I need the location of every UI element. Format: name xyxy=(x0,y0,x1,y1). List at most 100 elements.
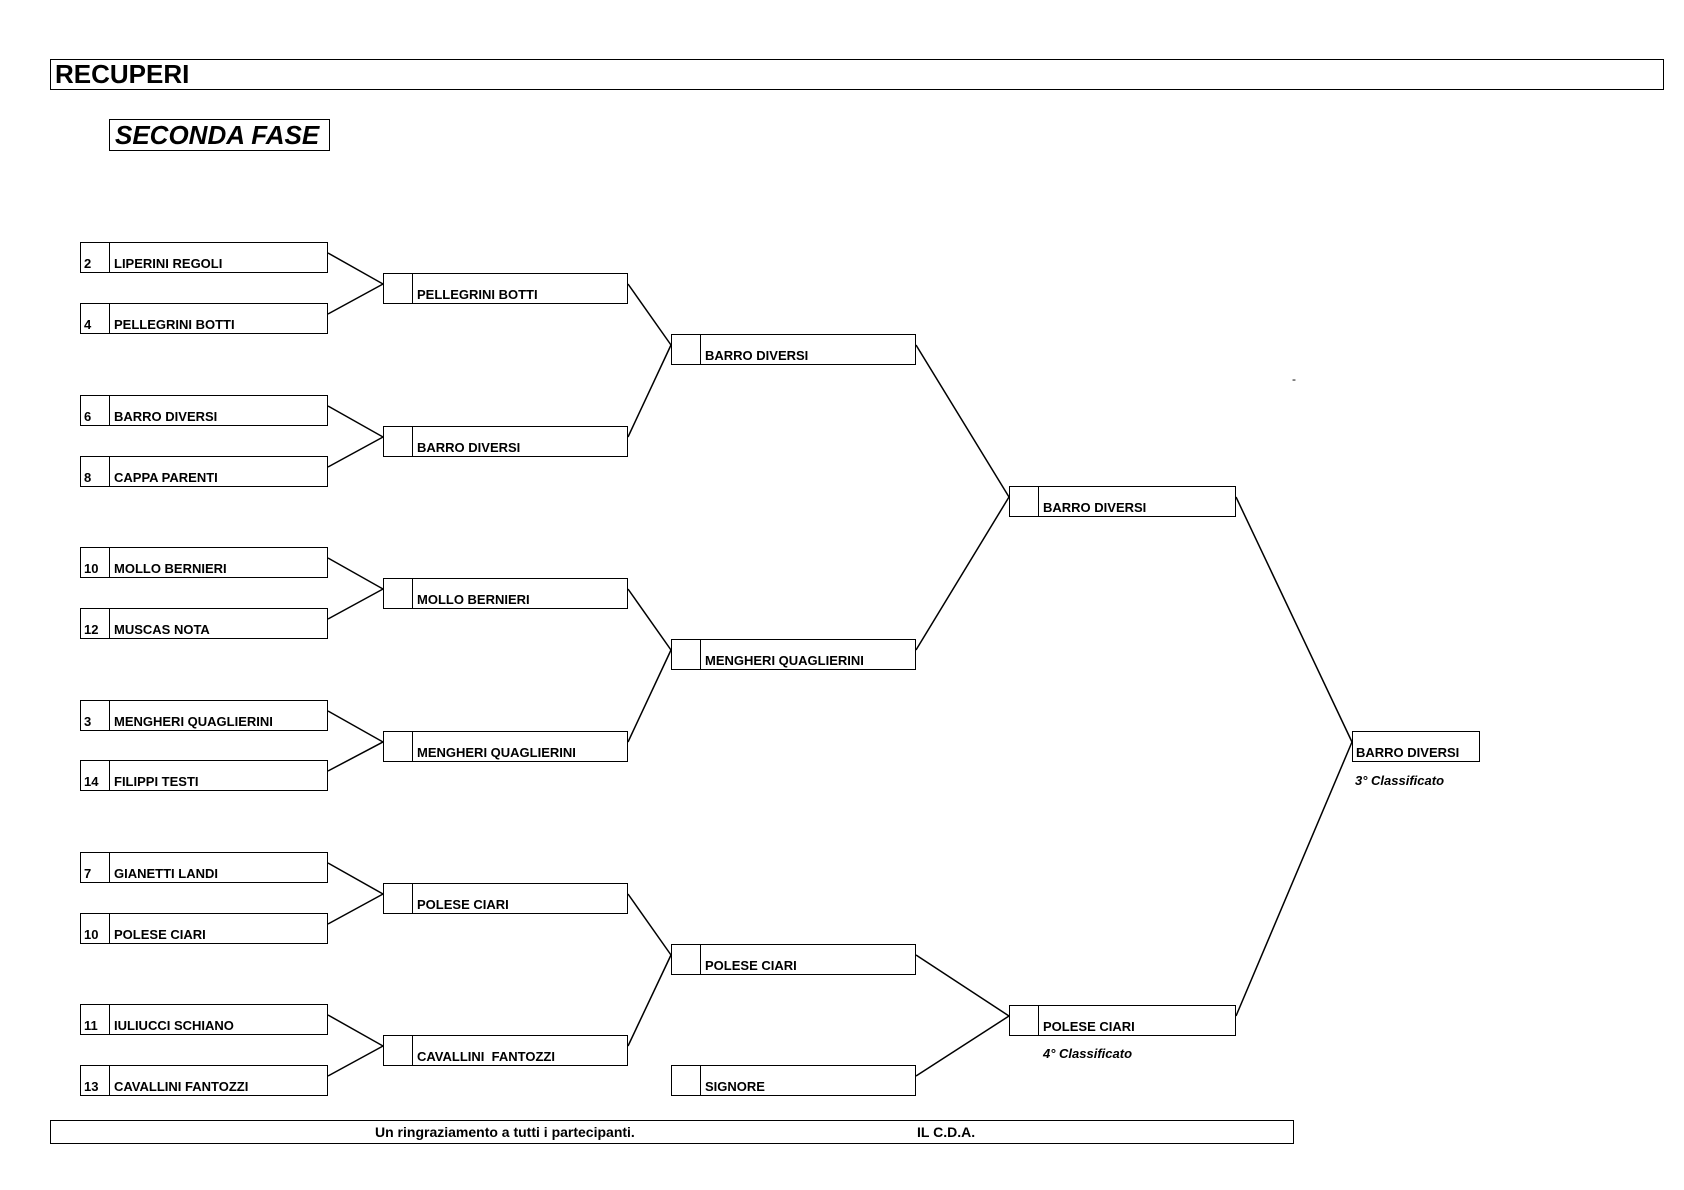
connector-line xyxy=(1235,741,1353,1017)
title-bar: RECUPERI xyxy=(50,59,1664,90)
seed-number: 11 xyxy=(84,1018,98,1033)
team-name: PELLEGRINI BOTTI xyxy=(417,287,538,302)
bracket-slot: MENGHERI QUAGLIERINI xyxy=(383,731,628,762)
seed-cell xyxy=(384,732,413,761)
seed-number: 3 xyxy=(84,714,92,729)
connector-line xyxy=(627,344,672,438)
seed-number: 10 xyxy=(84,927,99,942)
team-name: MOLLO BERNIERI xyxy=(417,592,530,607)
seed-cell xyxy=(384,274,413,303)
fourth-place-caption: 4° Classificato xyxy=(1043,1046,1133,1061)
connector-line xyxy=(327,1014,384,1047)
bracket-slot: 2 LIPERINI REGOLI xyxy=(80,242,328,273)
seed-cell xyxy=(1010,487,1039,516)
connector-line xyxy=(327,283,384,315)
seed-cell xyxy=(384,579,413,608)
bracket-slot: PELLEGRINI BOTTI xyxy=(383,273,628,304)
bracket-slot: 7 GIANETTI LANDI xyxy=(80,852,328,883)
bracket-slot: 6 BARRO DIVERSI xyxy=(80,395,328,426)
team-name: BARRO DIVERSI xyxy=(114,409,218,424)
team-name: BARRO DIVERSI xyxy=(705,348,809,363)
connector-line xyxy=(915,496,1010,651)
team-name: MUSCAS NOTA xyxy=(114,622,210,637)
bracket-slot: POLESE CIARI xyxy=(671,944,916,975)
footer-bar: Un ringraziamento a tutti i partecipanti… xyxy=(50,1120,1294,1144)
bracket-slot: 13 CAVALLINI FANTOZZI xyxy=(80,1065,328,1096)
seed-number: 12 xyxy=(84,622,99,637)
connector-line xyxy=(327,710,384,743)
seed-cell xyxy=(384,884,413,913)
team-name: GIANETTI LANDI xyxy=(114,866,218,881)
seed-number: 6 xyxy=(84,409,92,424)
bracket-slot: SIGNORE xyxy=(671,1065,916,1096)
connector-line xyxy=(627,649,672,743)
seed-cell: 10 xyxy=(81,548,110,577)
page-title: RECUPERI xyxy=(55,59,190,89)
stray-mark: - xyxy=(1292,372,1296,386)
bracket-slot: 3 MENGHERI QUAGLIERINI xyxy=(80,700,328,731)
team-name: CAPPA PARENTI xyxy=(114,470,218,485)
bracket-slot: POLESE CIARI xyxy=(1009,1005,1236,1036)
connector-line xyxy=(327,405,384,438)
team-name: LIPERINI REGOLI xyxy=(114,256,223,271)
seed-cell: 3 xyxy=(81,701,110,730)
team-name: CAVALLINI FANTOZZI xyxy=(114,1079,249,1094)
team-name: IULIUCCI SCHIANO xyxy=(114,1018,234,1033)
seed-cell: 2 xyxy=(81,243,110,272)
bracket-slot: 12 MUSCAS NOTA xyxy=(80,608,328,639)
bracket-slot: 10 MOLLO BERNIERI xyxy=(80,547,328,578)
team-name: MENGHERI QUAGLIERINI xyxy=(705,653,864,668)
third-place-caption: 3° Classificato xyxy=(1355,773,1445,788)
seed-cell xyxy=(384,1036,413,1065)
connector-line xyxy=(327,557,384,590)
seed-cell: 14 xyxy=(81,761,110,790)
team-name: MOLLO BERNIERI xyxy=(114,561,227,576)
team-name: POLESE CIARI xyxy=(705,958,797,973)
bracket-slot: MENGHERI QUAGLIERINI xyxy=(671,639,916,670)
connector-line xyxy=(327,741,384,772)
team-name: FILIPPI TESTI xyxy=(114,774,199,789)
seed-cell xyxy=(672,1066,701,1095)
team-name: MENGHERI QUAGLIERINI xyxy=(417,745,576,760)
seed-cell xyxy=(672,945,701,974)
team-name: BARRO DIVERSI xyxy=(1043,500,1147,515)
seed-number: 8 xyxy=(84,470,92,485)
seed-cell: 13 xyxy=(81,1066,110,1095)
connector-line xyxy=(327,252,384,285)
seed-number: 2 xyxy=(84,256,92,271)
connector-line xyxy=(627,588,672,651)
connector-line xyxy=(1235,496,1353,743)
team-name: PELLEGRINI BOTTI xyxy=(114,317,235,332)
bracket-slot: 14 FILIPPI TESTI xyxy=(80,760,328,791)
seed-cell: 7 xyxy=(81,853,110,882)
seed-cell xyxy=(672,640,701,669)
bracket-slot: 10 POLESE CIARI xyxy=(80,913,328,944)
team-name: POLESE CIARI xyxy=(114,927,206,942)
connector-line xyxy=(915,344,1010,498)
seed-cell: 4 xyxy=(81,304,110,333)
bracket-slot: 4 PELLEGRINI BOTTI xyxy=(80,303,328,334)
bracket-slot: MOLLO BERNIERI xyxy=(383,578,628,609)
connector-line xyxy=(327,862,384,895)
connector-line xyxy=(327,1045,384,1077)
connector-line xyxy=(627,954,672,1047)
team-name: POLESE CIARI xyxy=(1043,1019,1135,1034)
bracket-slot: 8 CAPPA PARENTI xyxy=(80,456,328,487)
connector-line xyxy=(327,436,384,468)
bracket-slot: BARRO DIVERSI xyxy=(671,334,916,365)
footer-thanks: Un ringraziamento a tutti i partecipanti… xyxy=(375,1124,635,1140)
team-name: CAVALLINI FANTOZZI xyxy=(417,1049,555,1064)
seed-cell: 8 xyxy=(81,457,110,486)
team-name: MENGHERI QUAGLIERINI xyxy=(114,714,273,729)
seed-cell xyxy=(1010,1006,1039,1035)
bracket-slot: BARRO DIVERSI xyxy=(1009,486,1236,517)
connector-line xyxy=(327,893,384,925)
connector-line xyxy=(627,283,672,346)
seed-number: 10 xyxy=(84,561,99,576)
bracket-slot: POLESE CIARI xyxy=(383,883,628,914)
connector-line xyxy=(915,954,1010,1017)
seed-cell: 6 xyxy=(81,396,110,425)
team-name: POLESE CIARI xyxy=(417,897,509,912)
team-name: SIGNORE xyxy=(705,1079,765,1094)
